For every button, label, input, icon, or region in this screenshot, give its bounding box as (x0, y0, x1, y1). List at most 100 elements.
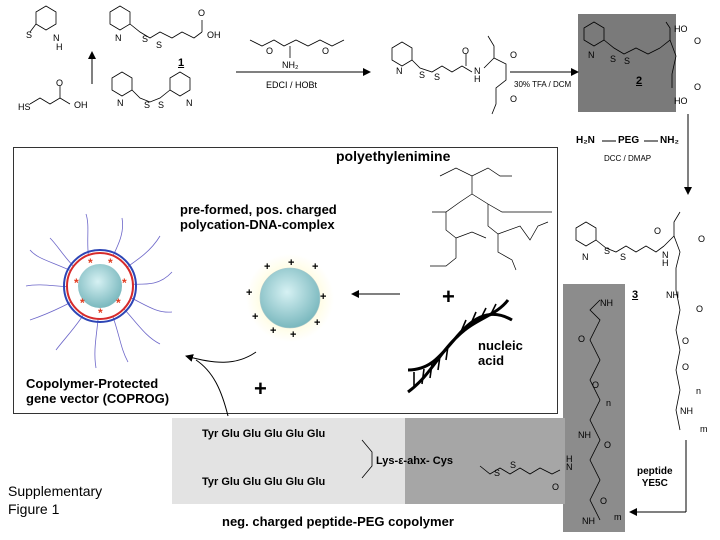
atom-s: S (604, 246, 611, 256)
compound-3-ring (575, 221, 597, 247)
compound-3-label: 3 (632, 289, 639, 301)
peg-h2n: H₂N (576, 135, 595, 146)
compound-2-highlight (578, 14, 676, 112)
star-mark: * (98, 306, 103, 320)
atom-o: O (592, 380, 600, 390)
atom-o: O (56, 78, 64, 88)
charge-plus: + (320, 291, 327, 303)
atom-nh: NH (666, 290, 679, 300)
repeat-n: n (606, 398, 612, 408)
plus-sign: + (254, 376, 267, 401)
reagent-edci: EDCI / HOBt (266, 80, 318, 90)
repeat-n: n (696, 386, 702, 396)
atom-ho: HO (674, 96, 688, 106)
atom-n: N (186, 98, 193, 108)
nucleic-acid-label: nucleic acid (478, 338, 523, 368)
peg-label: PEG (618, 135, 640, 146)
atom-s: S (26, 30, 33, 40)
atom-oh: OH (207, 30, 221, 40)
preformed-complex-label: pre-formed, pos. charged polycation-DNA-… (180, 202, 337, 232)
polyplex-particle (246, 254, 334, 342)
peg-nh2: NH₂ (660, 135, 679, 146)
atom-hs: HS (18, 102, 31, 112)
atom-ho: HO (674, 24, 688, 34)
atom-s: S (156, 40, 163, 50)
charge-plus: + (264, 261, 271, 273)
atom-o: O (578, 334, 586, 344)
atom-s: S (158, 100, 165, 110)
atom-o: O (510, 50, 518, 60)
compound-2-label: 2 (636, 75, 643, 87)
atom-n: N (115, 33, 122, 43)
atom-s: S (142, 34, 149, 44)
atom-nh: NH (582, 516, 595, 526)
peptide-line-2: Tyr Glu Glu Glu Glu Glu (202, 476, 326, 488)
copolymer-caption: neg. charged peptide-PEG copolymer (222, 514, 454, 529)
figure-caption: Supplementary Figure 1 (8, 483, 103, 517)
star-mark: * (116, 296, 121, 310)
atom-o: O (266, 46, 274, 56)
atom-s: S (510, 460, 517, 470)
reagent-dcc: DCC / DMAP (604, 154, 652, 163)
atom-oh: OH (74, 100, 88, 110)
coprog-particle (25, 213, 173, 369)
atom-s: S (624, 56, 631, 66)
repeat-m: m (614, 512, 622, 522)
atom-s: S (610, 54, 617, 64)
repeat-m: m (700, 424, 708, 434)
atom-n: N (474, 66, 481, 76)
charge-plus: + (314, 317, 321, 329)
star-mark: * (74, 276, 79, 290)
peptide-linker: Lys-ε-ahx- Cys (376, 455, 453, 467)
amine-label: NH₂ (282, 60, 299, 70)
intermediate-ring (391, 41, 413, 67)
atom-h: H (566, 454, 573, 464)
dna-helix (407, 299, 513, 394)
charge-plus: + (312, 261, 319, 273)
atom-n: N (117, 98, 124, 108)
pei-title: polyethylenimine (336, 148, 451, 164)
pei-structure (430, 167, 552, 271)
peptide-panel-light (172, 418, 405, 504)
atom-o: O (322, 46, 330, 56)
atom-n: N (582, 252, 589, 262)
peg-backbone-panel (563, 284, 625, 532)
pyridinethione-ring (35, 5, 57, 31)
atom-o: O (462, 46, 470, 56)
atom-s: S (620, 252, 627, 262)
coprog-label: Copolymer-Protected gene vector (COPROG) (26, 376, 170, 406)
atom-o: O (552, 482, 560, 492)
charge-plus: + (246, 287, 253, 299)
atom-s: S (144, 100, 151, 110)
atom-h: H (56, 42, 63, 52)
peptide-line-1: Tyr Glu Glu Glu Glu Glu (202, 428, 326, 440)
atom-o: O (694, 36, 702, 46)
atom-n: N (396, 66, 403, 76)
atom-o: O (682, 336, 690, 346)
charge-plus: + (290, 329, 297, 341)
atom-o: O (698, 234, 706, 244)
atom-o: O (600, 496, 608, 506)
compound-2-ring (583, 21, 605, 47)
charge-plus: + (288, 257, 295, 269)
atom-nh: NH (680, 406, 693, 416)
charge-plus: + (252, 311, 259, 323)
compound-1-ring (109, 5, 131, 31)
star-mark: * (122, 276, 127, 290)
dipyridyl-disulfide-left-ring (111, 71, 133, 97)
atom-s: S (494, 468, 501, 478)
reagent-tfa: 30% TFA / DCM (514, 80, 572, 89)
atom-nh: NH (600, 298, 613, 308)
star-mark: * (88, 256, 93, 270)
atom-o: O (696, 304, 704, 314)
atom-s: S (434, 72, 441, 82)
atom-o: O (654, 226, 662, 236)
atom-n: N (588, 50, 595, 60)
atom-n: N (662, 250, 669, 260)
atom-h: H (662, 258, 669, 268)
atom-n: N (566, 462, 573, 472)
star-mark: * (108, 256, 113, 270)
atom-n: N (53, 33, 60, 43)
dipyridyl-disulfide-right-ring (169, 71, 191, 97)
